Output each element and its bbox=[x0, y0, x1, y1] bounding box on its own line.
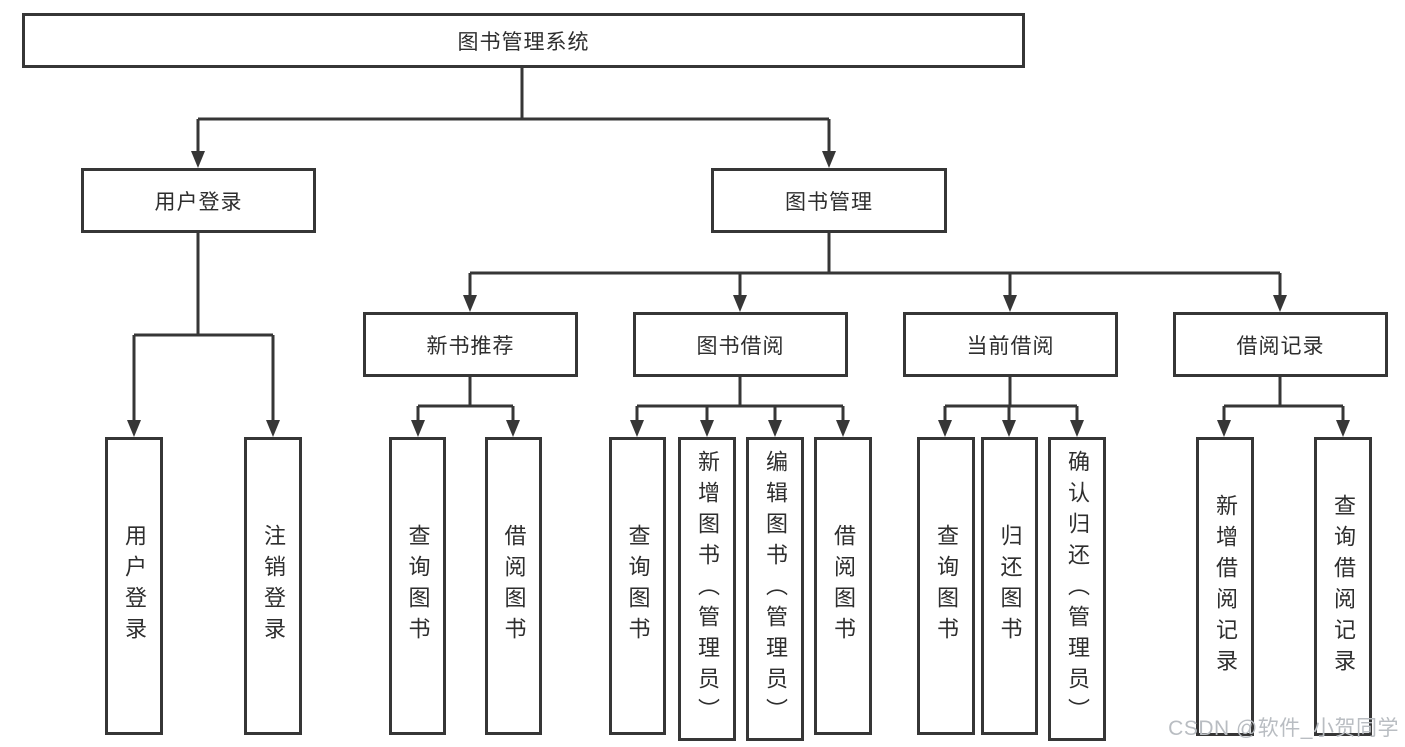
node-label: 借阅图书 bbox=[831, 524, 856, 648]
node-library-system: 图书管理系统 bbox=[22, 13, 1025, 68]
leaf-query-books-borrowing: 查询图书 bbox=[609, 437, 666, 735]
leaf-add-borrow-record: 新增借阅记录 bbox=[1196, 437, 1254, 736]
node-label: 新增借阅记录 bbox=[1213, 493, 1238, 680]
node-label: 图书借阅 bbox=[696, 334, 785, 358]
node-label: 当前借阅 bbox=[966, 334, 1055, 358]
leaf-confirm-return-admin: 确认归还（管理员） bbox=[1048, 437, 1106, 741]
leaf-query-borrow-record: 查询借阅记录 bbox=[1314, 437, 1372, 736]
leaf-add-books-admin: 新增图书（管理员） bbox=[678, 437, 736, 741]
node-label: 归还图书 bbox=[997, 524, 1023, 648]
node-label: 确认归还（管理员） bbox=[1065, 449, 1090, 729]
leaf-user-login: 用户登录 bbox=[105, 437, 163, 735]
node-label: 用户登录 bbox=[122, 524, 147, 648]
node-label: 查询图书 bbox=[405, 524, 431, 648]
leaf-return-books: 归还图书 bbox=[981, 437, 1038, 735]
leaf-query-books-recommend: 查询图书 bbox=[389, 437, 446, 735]
node-borrowing-records: 借阅记录 bbox=[1173, 312, 1388, 377]
leaf-edit-books-admin: 编辑图书（管理员） bbox=[746, 437, 804, 741]
leaf-borrow-books: 借阅图书 bbox=[814, 437, 872, 735]
node-label: 编辑图书（管理员） bbox=[763, 449, 788, 729]
leaf-query-books-current: 查询图书 bbox=[917, 437, 975, 735]
leaf-borrow-books-recommend: 借阅图书 bbox=[485, 437, 542, 735]
leaf-logout: 注销登录 bbox=[244, 437, 302, 735]
node-label: 图书管理系统 bbox=[457, 30, 590, 54]
node-current-borrowing: 当前借阅 bbox=[903, 312, 1118, 377]
node-label: 新书推荐 bbox=[426, 334, 515, 358]
node-label: 图书管理 bbox=[785, 190, 873, 214]
node-label: 查询图书 bbox=[934, 524, 959, 648]
csdn-watermark: CSDN @软件_小贺同学 bbox=[1168, 717, 1399, 740]
node-label: 查询借阅记录 bbox=[1331, 493, 1356, 680]
node-label: 查询图书 bbox=[625, 524, 651, 648]
node-new-book-recommend: 新书推荐 bbox=[363, 312, 578, 377]
node-book-management: 图书管理 bbox=[711, 168, 947, 233]
node-label: 新增图书（管理员） bbox=[695, 449, 720, 729]
arrowheads bbox=[127, 151, 1350, 437]
node-label: 用户登录 bbox=[154, 190, 243, 214]
node-label: 借阅记录 bbox=[1236, 334, 1325, 358]
node-label: 注销登录 bbox=[261, 524, 286, 648]
node-label: 借阅图书 bbox=[501, 524, 527, 648]
node-user-login: 用户登录 bbox=[81, 168, 316, 233]
node-book-borrowing: 图书借阅 bbox=[633, 312, 848, 377]
